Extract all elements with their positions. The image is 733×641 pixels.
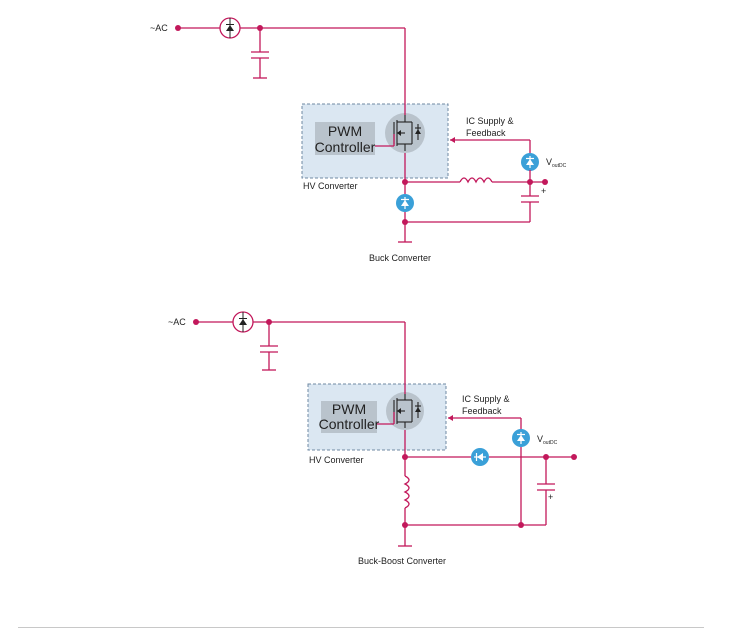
buck-boost-inductor: [403, 475, 410, 509]
pwm-label: PWM: [332, 401, 366, 417]
buck-boost-diagram: ~AC PWM Controller HV Converter: [168, 311, 577, 566]
hv-converter-label: HV Converter: [303, 181, 358, 191]
feedback-arrow-icon: [450, 137, 455, 143]
capacitor-plus: +: [548, 492, 553, 502]
vout-label: VoutDC: [546, 157, 567, 169]
diagram-title: Buck Converter: [369, 253, 431, 263]
input-fuse-icon: [232, 311, 254, 333]
feedback-label: Feedback: [462, 406, 502, 416]
feedback-arrow-icon: [448, 415, 453, 421]
footer-divider: [18, 627, 704, 628]
input-fuse-icon: [219, 17, 241, 39]
mosfet-symbol: [393, 394, 421, 428]
feedback-diode-icon: [511, 428, 531, 448]
controller-label: Controller: [319, 416, 380, 432]
buck-inductor: [459, 177, 493, 184]
controller-label: Controller: [315, 139, 376, 155]
pwm-label: PWM: [328, 123, 362, 139]
hv-converter-label: HV Converter: [309, 455, 364, 465]
vout-label: VoutDC: [537, 434, 558, 446]
ic-supply-label: IC Supply &: [466, 116, 514, 126]
feedback-diode-icon: [520, 152, 540, 172]
ac-label: ~AC: [168, 317, 186, 327]
mosfet-symbol: [393, 115, 421, 151]
output-diode-icon: [470, 447, 490, 467]
freewheel-diode-icon: [395, 193, 415, 213]
capacitor-plus: +: [541, 186, 546, 196]
diagram-title: Buck-Boost Converter: [358, 556, 446, 566]
buck-diagram: ~AC PWM Controller HV Converter: [150, 17, 567, 263]
pwm-controller-block: [315, 122, 375, 155]
pwm-controller-block: [321, 401, 377, 433]
ac-label: ~AC: [150, 23, 168, 33]
vout-terminal: [571, 454, 577, 460]
vout-terminal: [542, 179, 548, 185]
feedback-label: Feedback: [466, 128, 506, 138]
ic-supply-label: IC Supply &: [462, 394, 510, 404]
